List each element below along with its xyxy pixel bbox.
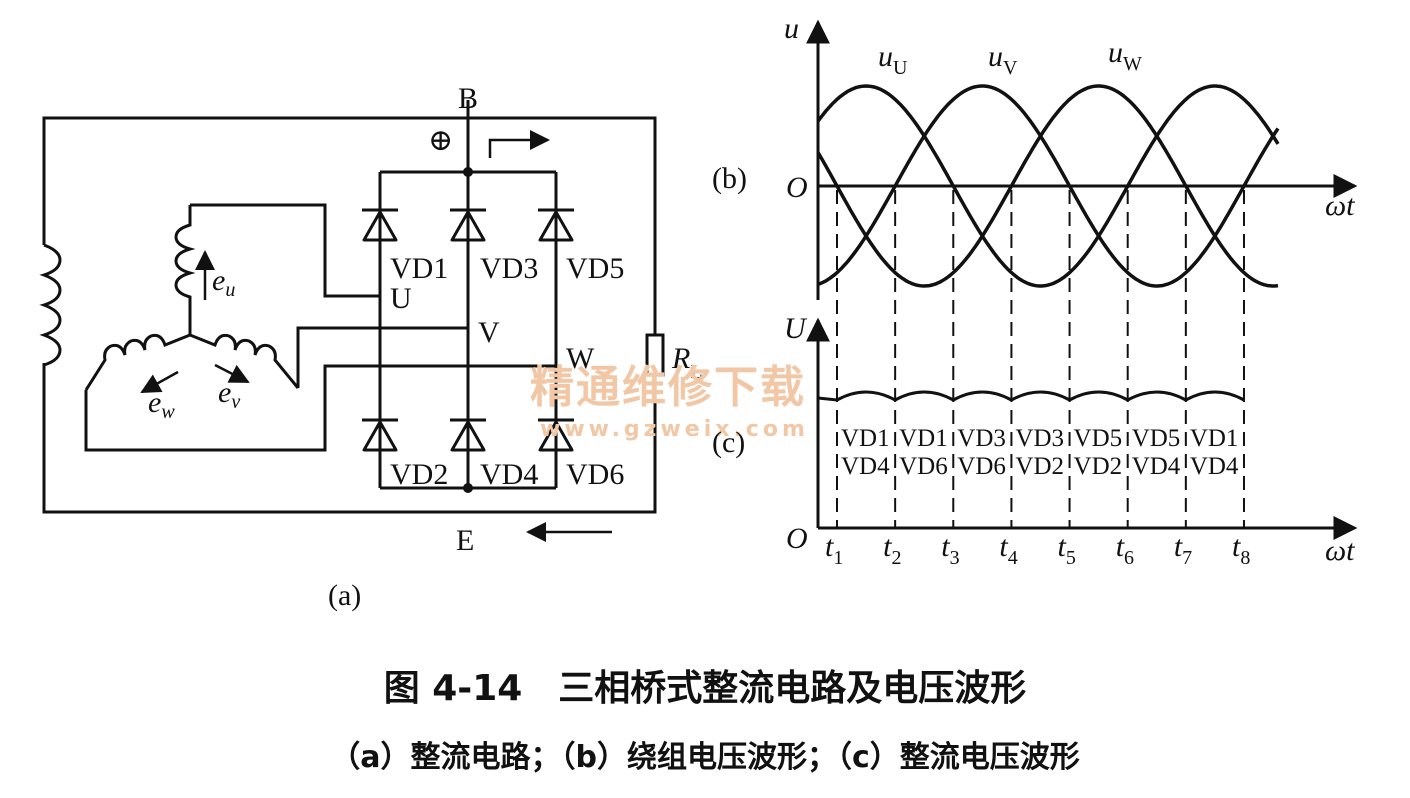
diode-vd5: [538, 208, 574, 242]
conducting-bottom-label: VD4: [1132, 453, 1181, 480]
diode-label-vd3: VD3: [480, 252, 538, 285]
time-marker-label: t8: [1232, 530, 1250, 569]
winding-w: [84, 333, 191, 391]
current-arrow-top: [488, 130, 550, 158]
curve-label-v: uV: [988, 40, 1018, 79]
phase-node-w: W: [566, 342, 595, 375]
waveform-b-x-label: ωt: [1325, 189, 1355, 222]
phase-node-v: V: [478, 316, 500, 349]
time-marker-label: t6: [1116, 530, 1134, 569]
diodes: [362, 208, 574, 452]
caption-title: 图 4-14 三相桥式整流电路及电压波形: [384, 668, 1027, 709]
waveform-c-x-label: ωt: [1325, 534, 1355, 567]
panel-label-a: (a): [328, 579, 361, 612]
time-marker-label: t3: [941, 530, 959, 569]
conducting-bottom-label: VD4: [1190, 453, 1239, 480]
load-resistor: [645, 333, 665, 377]
curve-v: [817, 84, 1280, 288]
time-marker-label: t5: [1058, 530, 1076, 569]
junction-dots: [463, 167, 473, 493]
diode-vd3: [450, 208, 486, 242]
waveform-c-axes: [806, 317, 1358, 540]
diode-vd6: [538, 418, 574, 452]
panel-label-c: (c): [712, 426, 745, 459]
conducting-bottom-label: VD2: [1015, 453, 1064, 480]
time-marker-label: t2: [883, 530, 901, 569]
time-marker-lines: [836, 190, 1245, 528]
conducting-top-label: VD5: [1074, 425, 1123, 452]
time-marker-label: t7: [1174, 530, 1192, 569]
phase-u-wire: [190, 203, 380, 298]
conducting-top-label: VD3: [1015, 425, 1064, 452]
waveform-b-axes: [806, 19, 1358, 300]
conducting-top-label: VD1: [841, 425, 890, 452]
node-label-top: B: [458, 82, 478, 115]
outer-loop-wire: [42, 116, 657, 514]
emf-w-label: ew: [148, 386, 175, 423]
conducting-top-label: VD5: [1132, 425, 1181, 452]
diode-label-vd5: VD5: [566, 252, 624, 285]
diode-label-vd4: VD4: [480, 458, 538, 491]
curve-label-u: uU: [878, 40, 908, 79]
emf-w-arrow: [140, 370, 179, 394]
waveform-c-origin: O: [786, 522, 808, 555]
diode-label-vd1: VD1: [390, 252, 448, 285]
phase-node-u: U: [390, 282, 412, 315]
curve-w: [816, 84, 1279, 288]
emf-v-arrow: [214, 363, 250, 384]
plus-symbol: ⊕: [428, 124, 453, 157]
conducting-bottom-label: VD2: [1074, 453, 1123, 480]
emf-v-label: ev: [218, 376, 240, 413]
conducting-top-label: VD1: [1190, 425, 1239, 452]
diode-vd2: [362, 418, 398, 452]
curve-label-w: uW: [1108, 36, 1142, 75]
curve-u: [816, 84, 1280, 288]
diode-label-vd2: VD2: [390, 458, 448, 491]
waveform-b-origin: O: [786, 171, 808, 204]
panel-label-b: (b): [712, 162, 747, 195]
time-marker-label: t4: [999, 530, 1017, 569]
primary-coil: [39, 243, 62, 367]
conducting-diode-labels: VD1VD4VD1VD6VD3VD6VD3VD2VD5VD2VD5VD4VD1V…: [841, 425, 1239, 480]
waveform-c-y-label: U: [784, 312, 808, 345]
conducting-top-label: VD3: [957, 425, 1006, 452]
caption-subtitle: （a）整流电路；（b）绕组电压波形；（c）整流电压波形: [330, 740, 1080, 775]
diode-label-vd6: VD6: [566, 458, 624, 491]
phase-w-wire: [84, 364, 556, 452]
phase-v-wire: [296, 326, 468, 388]
conducting-top-label: VD1: [899, 425, 948, 452]
waveform-b-y-label: u: [784, 12, 799, 45]
watermark-url: www.gzweix.com: [540, 417, 809, 442]
rectified-ripple-curve: [817, 390, 1245, 402]
load-label: RL: [671, 342, 703, 383]
winding-v: [189, 333, 300, 389]
time-marker-label: t1: [825, 530, 843, 569]
time-marker-labels: t1 t2 t3 t4 t5 t6 t7 t8: [825, 530, 1250, 569]
conducting-bottom-label: VD6: [957, 453, 1006, 480]
waveform-b-curves: [816, 84, 1280, 288]
conducting-bottom-label: VD4: [841, 453, 890, 480]
conducting-bottom-label: VD6: [899, 453, 948, 480]
diode-vd4: [450, 418, 486, 452]
emf-u-label: eu: [212, 264, 235, 301]
watermark-text: 精通维修下载: [530, 362, 806, 413]
winding-u: [174, 205, 196, 335]
diode-vd1: [362, 208, 398, 242]
node-label-bottom: E: [456, 524, 474, 557]
